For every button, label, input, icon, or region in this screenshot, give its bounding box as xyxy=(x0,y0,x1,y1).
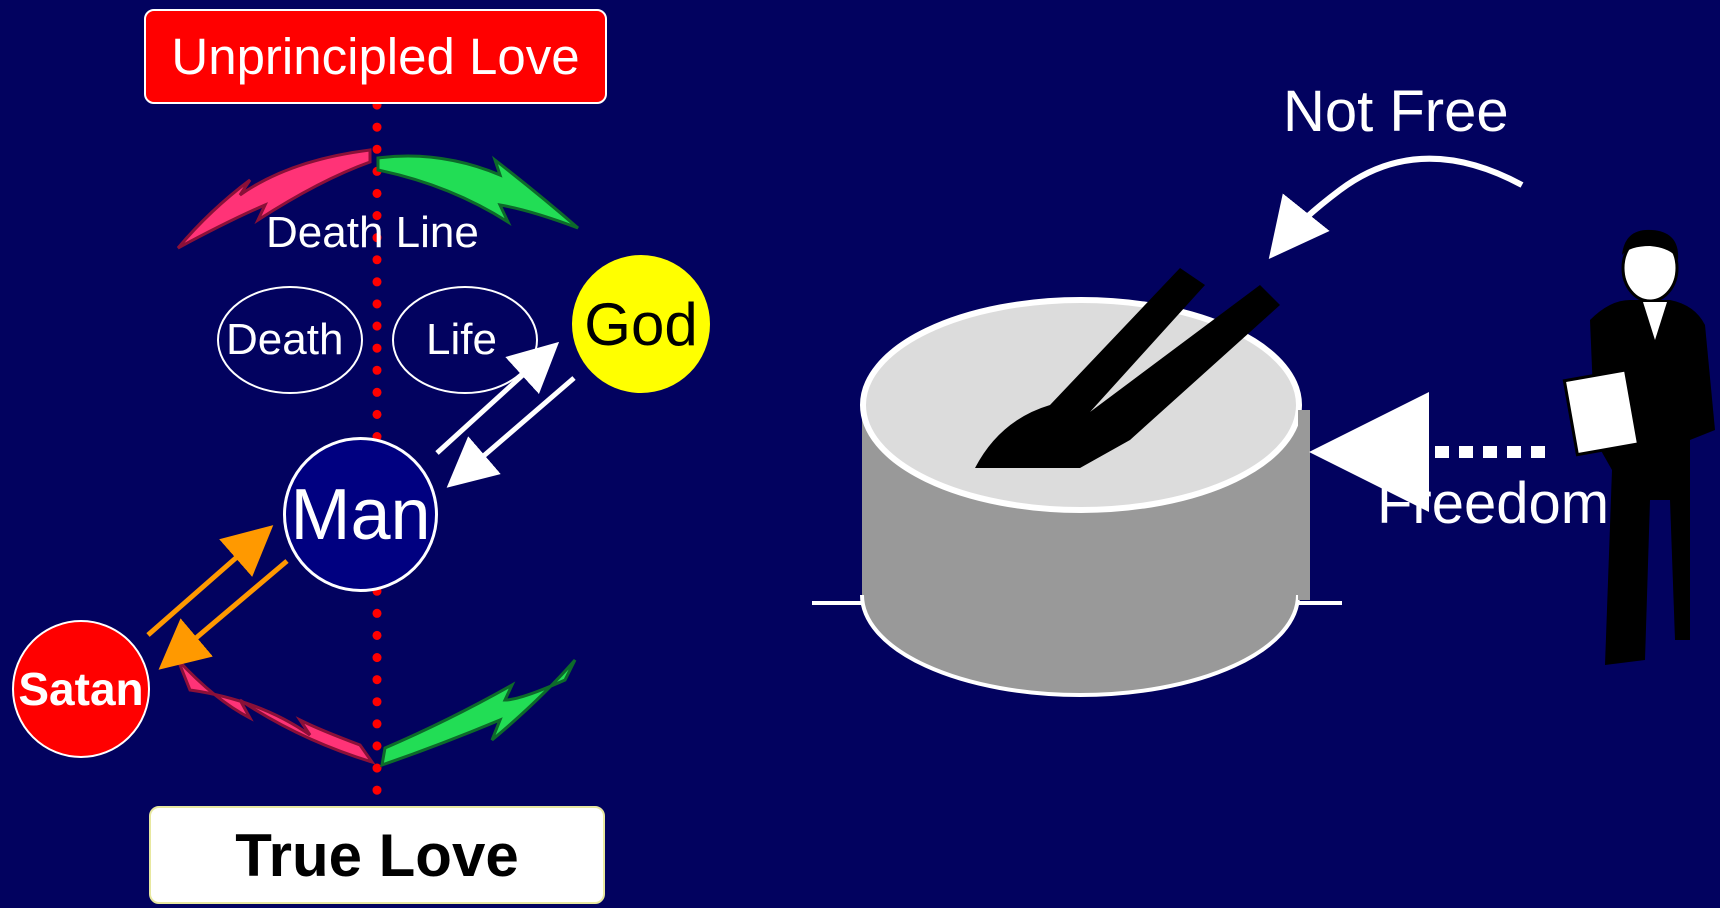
not-free-label: Not Free xyxy=(1283,78,1509,145)
cylinder xyxy=(812,268,1342,695)
god-circle: God xyxy=(572,255,710,393)
true-love-box: True Love xyxy=(149,806,605,904)
satan-circle: Satan xyxy=(12,620,150,758)
unprincipled-love-box: Unprincipled Love xyxy=(144,9,607,104)
man-label: Man xyxy=(290,474,430,556)
satan-to-man-arrow xyxy=(148,535,262,635)
bottom-pink-arrow xyxy=(178,660,372,762)
man-to-god-arrow xyxy=(437,352,548,453)
bottom-green-arrow xyxy=(382,660,575,765)
man-circle: Man xyxy=(283,437,438,592)
man-to-satan-arrow xyxy=(170,561,287,660)
death-label: Death xyxy=(226,315,343,365)
not-free-arrow xyxy=(1280,159,1522,245)
businessman-figure xyxy=(1564,230,1715,665)
god-label: God xyxy=(584,290,697,359)
true-love-label: True Love xyxy=(235,821,518,890)
satan-label: Satan xyxy=(18,662,143,716)
freedom-label: Freedom xyxy=(1377,470,1609,537)
life-label: Life xyxy=(426,315,497,365)
death-line-label: Death Line xyxy=(266,208,479,258)
unprincipled-love-label: Unprincipled Love xyxy=(171,27,579,86)
